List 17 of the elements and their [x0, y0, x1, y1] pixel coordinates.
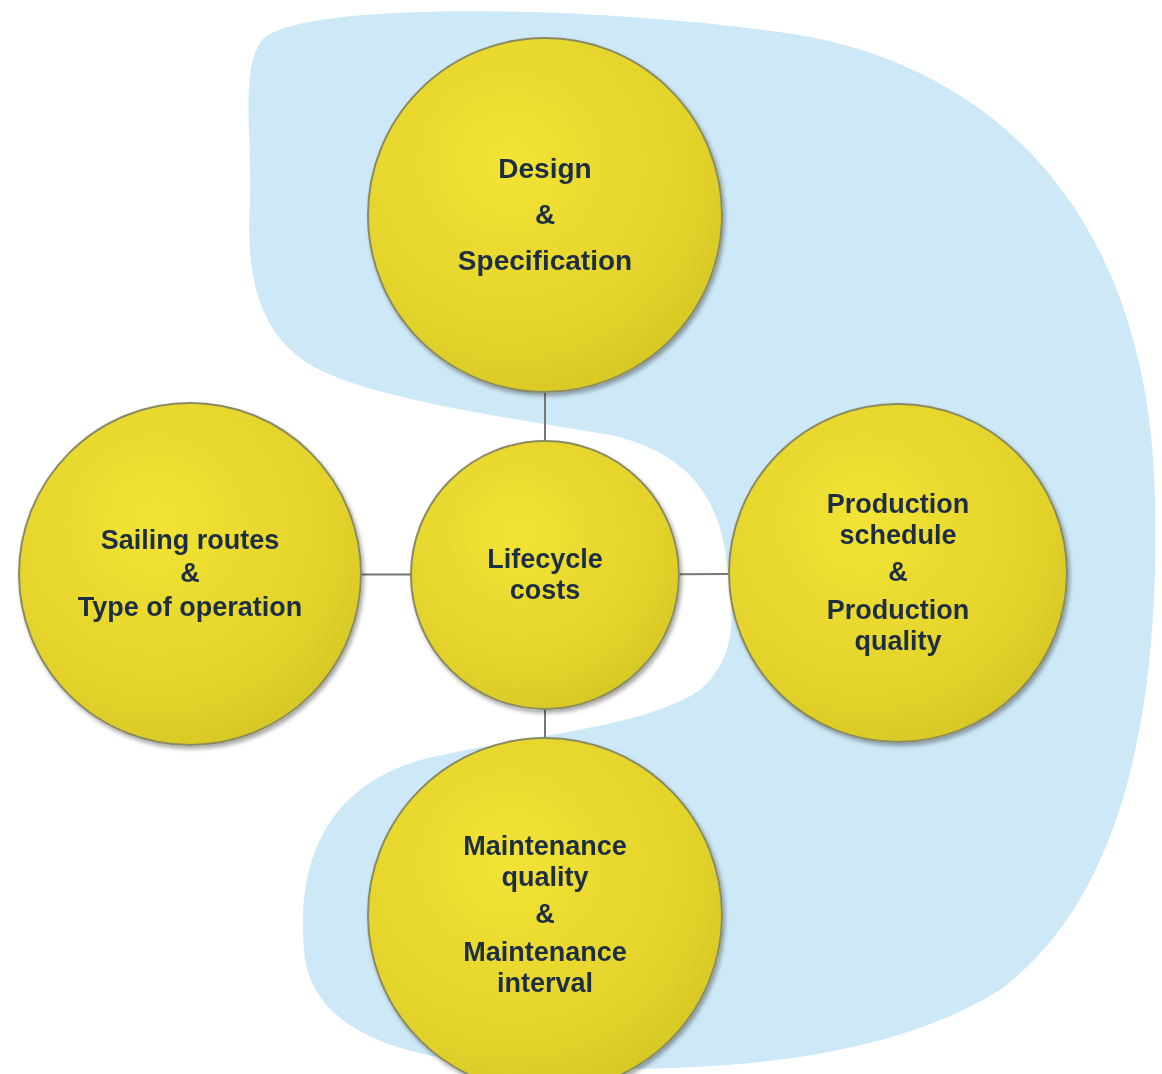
node-text: & [534, 899, 556, 931]
node-text: Maintenance interval [462, 936, 628, 999]
node-text: Specification [456, 245, 634, 278]
node-text: & [533, 198, 557, 232]
connector-line [361, 573, 411, 576]
node-text: Sailing routes [99, 525, 281, 557]
node-text: Maintenance quality [462, 831, 628, 894]
node-text: Production schedule [825, 489, 971, 552]
node-text: Lifecycle costs [486, 543, 604, 607]
connector-line [679, 572, 729, 576]
node-text: & [887, 557, 909, 589]
node-text: Type of operation [76, 591, 304, 623]
connector-line [544, 709, 546, 738]
node-text: Production quality [825, 594, 971, 657]
connector-line [544, 392, 546, 441]
node-text: Design [497, 152, 593, 185]
node-text: & [179, 558, 201, 590]
